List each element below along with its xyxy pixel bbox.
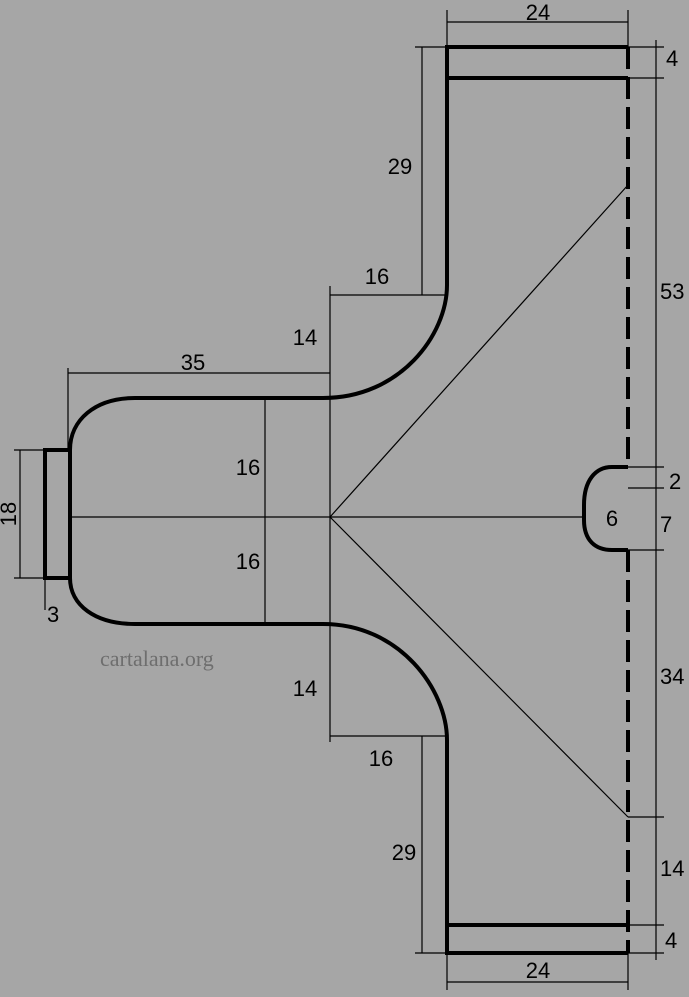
watermark: cartalana.org [100,646,214,671]
upper-diagonal [329,184,629,518]
label-lower-arm-length: 29 [392,840,416,865]
label-lower-arm-offset: 16 [369,746,393,771]
upper-outline [68,45,628,451]
label-upper-curve-height: 14 [293,325,317,350]
label-right-upper-length: 53 [660,279,684,304]
sleeve-cuff [43,448,72,580]
label-bottom-band: 4 [665,928,677,953]
dimension-labels: 24 4 29 16 14 35 16 16 18 3 53 2 6 7 34 … [0,0,684,983]
label-cuff-height: 18 [0,502,21,526]
label-top-band: 4 [666,46,678,71]
pattern-outline [43,45,630,955]
label-top-width: 24 [526,0,550,25]
label-lower-half-height: 16 [236,549,260,574]
label-upper-arm-offset: 16 [365,264,389,289]
label-upper-arm-length: 29 [388,154,412,179]
label-sleeve-length: 35 [181,350,205,375]
label-cuff-width: 3 [47,602,59,627]
neck-curve [582,465,628,552]
dimension-lines [14,10,664,990]
label-neck-gap: 2 [669,469,681,494]
label-neck-depth: 6 [606,506,618,531]
label-upper-half-height: 16 [236,455,260,480]
label-lower-curve-height: 14 [293,676,317,701]
label-neck-height: 7 [660,512,672,537]
internal-lines [70,184,629,818]
label-right-bottom-length: 14 [660,856,684,881]
label-bottom-width: 24 [526,958,550,983]
lower-outline [68,577,628,955]
lower-diagonal [329,516,629,818]
label-right-lower-length: 34 [660,664,684,689]
